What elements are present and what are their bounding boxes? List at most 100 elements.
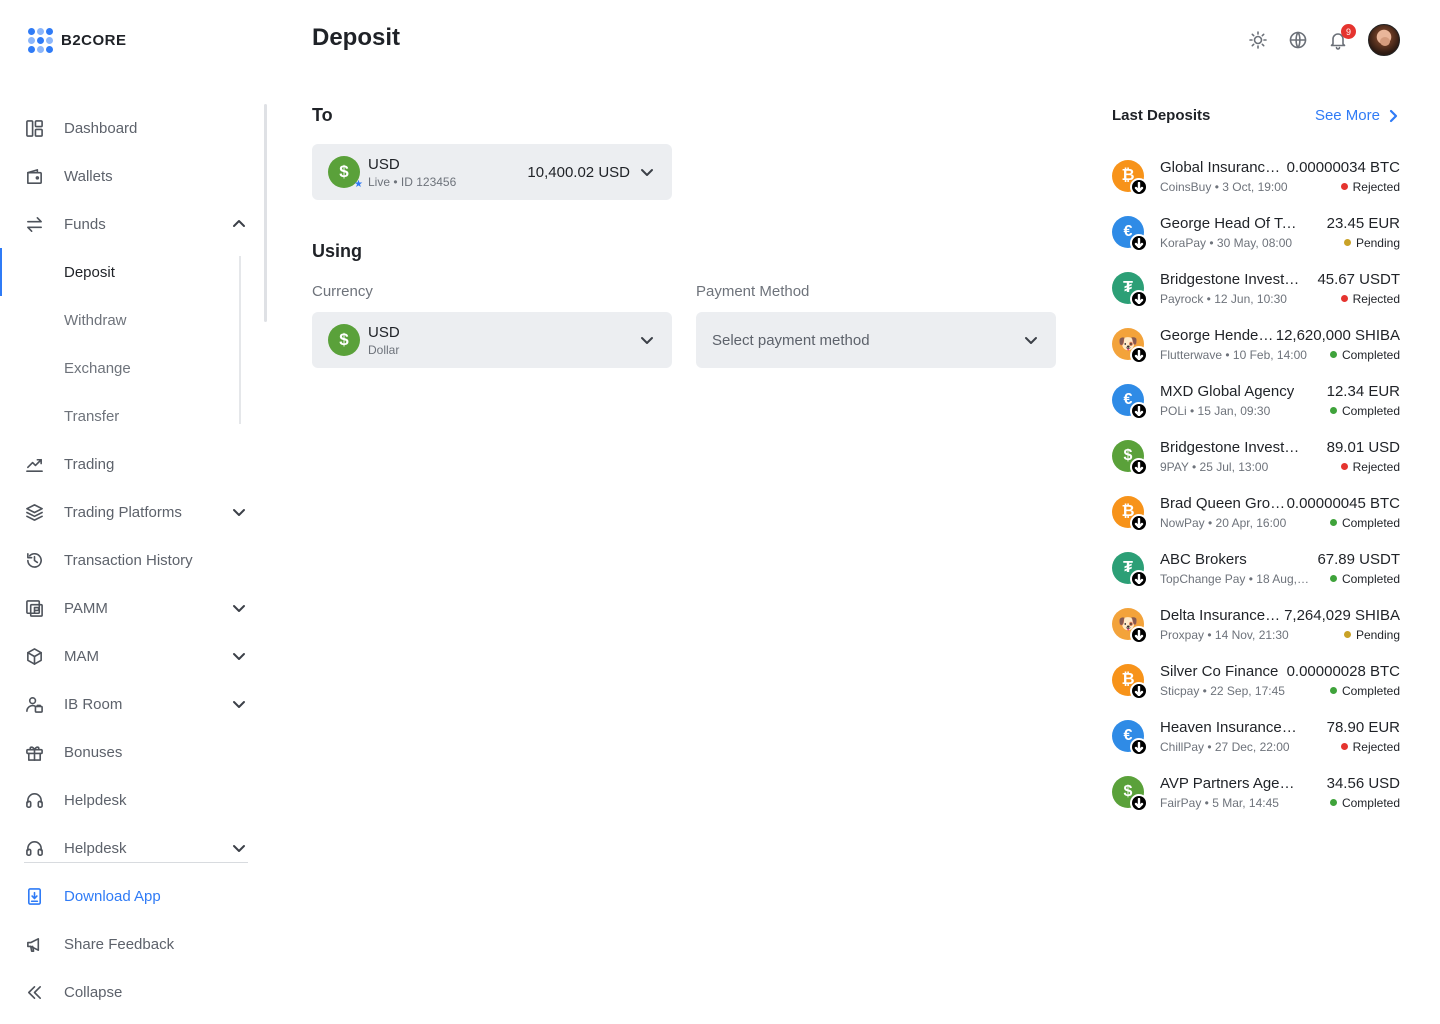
see-more-link[interactable]: See More (1315, 107, 1400, 124)
deposit-meta: KoraPay • 30 May, 08:00 (1160, 235, 1293, 250)
sidebar: Dashboard Wallets Funds Deposit Withdraw… (0, 104, 270, 1024)
submenu-item-transfer[interactable]: Transfer (64, 407, 120, 425)
globe-icon[interactable] (1288, 30, 1308, 50)
usd-coin-icon: $★ (328, 156, 363, 190)
status-dot (1329, 799, 1337, 806)
submenu-item-deposit[interactable]: Deposit (64, 263, 115, 281)
currency-select[interactable]: $ USD Dollar (312, 312, 672, 368)
sidebar-item-bonuses[interactable]: Bonuses (24, 728, 248, 776)
collapse-sidebar-button[interactable]: Collapse (24, 968, 248, 1016)
deposit-amount: 23.45 EUR (1326, 214, 1400, 232)
deposit-name: Bridgestone Investments (1160, 438, 1300, 456)
status-label: Completed (1341, 403, 1400, 418)
deposit-name: ABC Brokers (1160, 550, 1247, 568)
deposit-meta: CoinsBuy • 3 Oct, 19:00 (1160, 179, 1288, 194)
sidebar-item-mam[interactable]: MAM (24, 632, 248, 680)
status-badge: Rejected (1340, 292, 1400, 306)
euro-coin-icon: € (1112, 384, 1148, 420)
deposit-amount: 45.67 USDT (1317, 270, 1400, 288)
chevron-down-icon[interactable] (230, 695, 248, 713)
status-label: Rejected (1352, 459, 1400, 474)
status-dot (1329, 407, 1337, 414)
payment-method-select[interactable]: Select payment method (696, 312, 1056, 368)
header-actions: 9 (1248, 24, 1400, 56)
sidebar-item-funds[interactable]: Funds (24, 200, 248, 248)
arrow-down-icon (1130, 794, 1148, 812)
submenu-item-withdraw[interactable]: Withdraw (64, 311, 127, 329)
user-avatar[interactable] (1368, 24, 1400, 56)
sidebar-item-wallets[interactable]: Wallets (24, 152, 248, 200)
deposit-name: Silver Co Finance (1160, 662, 1279, 680)
sidebar-item-transaction-history[interactable]: Transaction History (24, 536, 248, 584)
status-dot (1340, 463, 1348, 470)
brand-name: B2CORE (61, 32, 127, 49)
star-icon: ★ (354, 179, 363, 190)
deposit-row[interactable]: €George Head Of Top Traders23.45 EURKora… (1112, 204, 1400, 260)
deposit-row[interactable]: 🐶Delta Insurance Group7,264,029 SHIBAPro… (1112, 596, 1400, 652)
submenu-item-exchange[interactable]: Exchange (64, 359, 131, 377)
status-dot (1343, 631, 1351, 638)
to-section-label: To (312, 105, 333, 125)
gift-icon (24, 742, 44, 762)
bell-icon[interactable]: 9 (1328, 24, 1356, 50)
to-account-details: Live • ID 123456 (368, 174, 457, 189)
status-label: Rejected (1352, 179, 1400, 194)
deposit-row[interactable]: €Heaven Insurance Group78.90 EURChillPay… (1112, 708, 1400, 764)
share-feedback-link[interactable]: Share Feedback (24, 920, 248, 968)
status-badge: Rejected (1340, 740, 1400, 754)
sidebar-item-trading[interactable]: Trading (24, 440, 248, 488)
chevron-up-icon[interactable] (230, 215, 248, 233)
layers-icon (24, 502, 44, 522)
euro-coin-icon: € (1112, 720, 1148, 756)
coin-glyph: ₿ (1121, 503, 1135, 520)
coin-glyph: ₮ (1123, 279, 1133, 296)
deposit-name: Brad Queen Group (1160, 494, 1287, 512)
sidebar-item-label: Helpdesk (64, 791, 127, 809)
sidebar-item-dashboard[interactable]: Dashboard (24, 104, 248, 152)
download-app-link[interactable]: Download App (24, 872, 248, 920)
chevron-down-icon[interactable] (230, 647, 248, 665)
notification-badge: 9 (1341, 24, 1356, 39)
payment-method-label: Payment Method (696, 283, 810, 300)
double-chevron-left-icon (24, 982, 44, 1002)
page-title: Deposit (312, 24, 401, 51)
brand-logo[interactable]: B2CORE (28, 28, 127, 53)
status-badge: Rejected (1340, 459, 1400, 474)
status-label: Pending (1355, 627, 1400, 642)
active-indicator (0, 248, 2, 296)
sidebar-item-helpdesk[interactable]: Helpdesk (24, 776, 248, 824)
deposit-amount: 7,264,029 SHIBA (1284, 606, 1400, 624)
chevron-down-icon[interactable] (230, 503, 248, 521)
sidebar-item-label: Transaction History (64, 551, 193, 569)
sidebar-item-ib-room[interactable]: IB Room (24, 680, 248, 728)
coin-glyph: $ (1123, 447, 1133, 464)
sun-icon[interactable] (1248, 30, 1268, 50)
status-badge: Pending (1343, 236, 1400, 250)
deposit-row[interactable]: ₮Bridgestone Investments45.67 USDTPayroc… (1112, 260, 1400, 316)
sidebar-item-trading-platforms[interactable]: Trading Platforms (24, 488, 248, 536)
sidebar-scrollbar[interactable] (264, 104, 267, 322)
chevron-down-icon (1022, 331, 1040, 349)
headset-icon (24, 838, 44, 858)
sidebar-item-label: Helpdesk (64, 839, 127, 857)
to-account-select[interactable]: $★ USD Live • ID 123456 10,400.02 USD (312, 144, 672, 200)
chevron-down-icon[interactable] (230, 599, 248, 617)
sidebar-item-label: Collapse (64, 983, 123, 1001)
sidebar-item-label: Trading Platforms (64, 503, 182, 521)
coin-glyph: € (1123, 727, 1133, 744)
payment-method-placeholder: Select payment method (712, 331, 870, 349)
deposit-amount: 0.00000028 BTC (1286, 662, 1400, 680)
deposit-meta: 9PAY • 25 Jul, 13:00 (1160, 459, 1269, 474)
sidebar-item-helpdesk-group[interactable]: Helpdesk (24, 824, 248, 872)
arrow-down-icon (1130, 626, 1148, 644)
sidebar-item-pamm[interactable]: PAMM (24, 584, 248, 632)
chevron-down-icon[interactable] (230, 839, 248, 857)
